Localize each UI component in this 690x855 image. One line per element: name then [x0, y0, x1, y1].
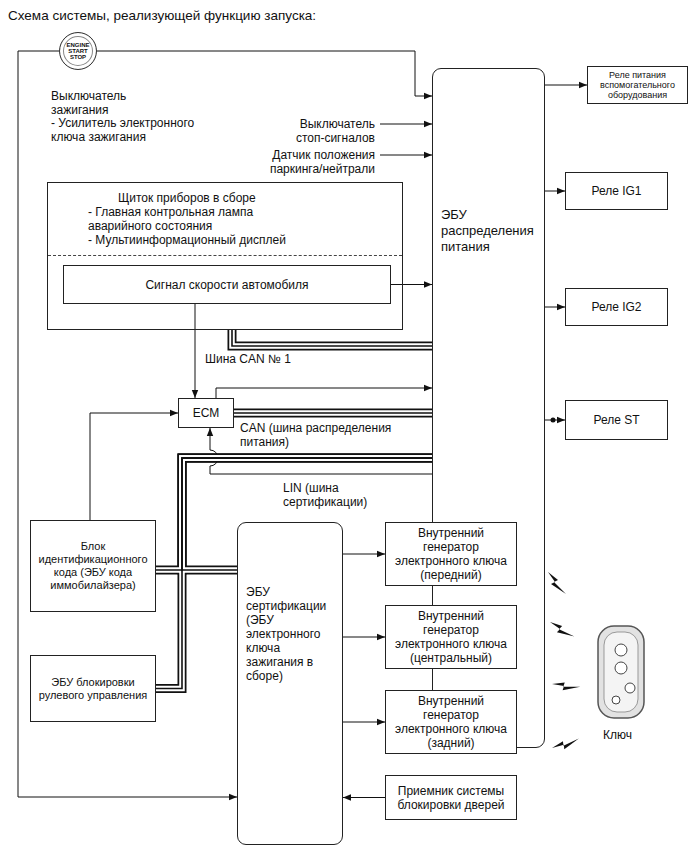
node-text: Реле IG1: [591, 184, 641, 198]
relay-box: Реле IG2: [565, 288, 668, 326]
connector: [391, 284, 432, 285]
node-text: ЭБУ сертификации (ЭБУ электронного ключа…: [246, 585, 334, 683]
speed-signal-box: Сигнал скорости автомобиля: [63, 265, 391, 304]
node-text: Реле питания вспомогательного оборудован…: [592, 70, 683, 100]
bus-line: [232, 330, 432, 346]
key-oscillator: Внутренний генератор электронного ключа …: [385, 690, 517, 754]
connector: [343, 797, 385, 798]
node-text: - Мультиинформационный дисплей: [88, 233, 288, 247]
relay-box: Реле питания вспомогательного оборудован…: [587, 66, 688, 104]
radio-bolt: [552, 671, 580, 699]
steering-lock-ecu: ЭБУ блокировки рулевого управления: [30, 655, 156, 722]
node-text: ЭБУ блокировки рулевого управления: [35, 676, 151, 702]
bus-line: [234, 409, 432, 418]
radio-bolts: [548, 572, 580, 756]
node-text: - Главная контрольная лампа аварийного с…: [88, 205, 288, 233]
dashed-divider: [48, 255, 402, 256]
connector: [195, 304, 196, 398]
text-label: Выключатель стоп-сигналов: [280, 117, 375, 145]
bus-stripe: [234, 412, 432, 414]
door-lock-receiver: Приемник системы блокировки дверей: [385, 775, 517, 820]
node-text: ECM: [193, 406, 220, 420]
key-oscillator: Внутренний генератор электронного ключа …: [385, 522, 517, 586]
certification-ecu: ЭБУ сертификации (ЭБУ электронного ключа…: [237, 522, 343, 845]
key-button: [612, 696, 620, 704]
connector: [343, 637, 385, 638]
connector: [545, 191, 565, 192]
connector: [545, 85, 587, 86]
ecm-box: ECM: [178, 398, 234, 428]
node-text: Внутренний генератор электронного ключа …: [390, 694, 512, 750]
node-text: Щиток приборов в сборе: [118, 191, 402, 205]
text-label: Датчик положения паркинга/нейтрали: [258, 148, 375, 176]
input-arrows: [380, 124, 432, 155]
text-label: LIN (шина сертификации): [283, 481, 378, 509]
connector: [343, 722, 385, 723]
bus-stripe: [232, 330, 432, 346]
node-text: Выключатель зажигания: [51, 89, 146, 117]
node-text: Реле ST: [593, 413, 639, 427]
bus-stripe: [234, 410, 432, 416]
text-label: Шина CAN № 1: [205, 352, 291, 366]
signal-arrow: [380, 155, 432, 156]
node-text: Внутренний генератор электронного ключа …: [390, 609, 512, 665]
connector: [545, 420, 565, 421]
text-label: Ключ: [603, 728, 632, 742]
key-fob: [598, 626, 644, 718]
text-label: CAN (шина распределения питания): [240, 421, 415, 449]
connector: [97, 51, 432, 96]
node-text: ENGINE START STOP: [65, 42, 91, 60]
relay-box: Реле IG1: [565, 172, 668, 210]
connector: [545, 307, 565, 308]
node-text: Реле IG2: [591, 300, 641, 314]
key-button: [625, 683, 635, 693]
key-body: [598, 626, 644, 718]
key-oscillator: Внутренний генератор электронного ключа …: [385, 605, 517, 669]
node-text: - Усилитель электронного ключа зажигания: [51, 116, 226, 144]
instrument-cluster: Щиток приборов в сборе- Главная контроль…: [47, 182, 403, 330]
key-face: [604, 632, 638, 712]
radio-bolt: [552, 731, 579, 755]
radio-bolt: [550, 616, 574, 643]
connector: [216, 388, 432, 398]
diagram-title: Схема системы, реализующей функцию запус…: [8, 8, 316, 24]
node-text: ЭБУ распределения питания: [441, 207, 536, 255]
bus-stripe: [232, 330, 432, 346]
node-text: Приемник системы блокировки дверей: [390, 784, 512, 812]
start-button: ENGINE START STOPВыключатель зажигания- …: [59, 32, 97, 70]
signal-arrow: [380, 124, 432, 125]
radio-bolt: [548, 572, 566, 594]
node-text: Блок идентификационного кода (ЭБУ кода и…: [35, 540, 151, 592]
node-text: Сигнал скорости автомобиля: [145, 278, 308, 292]
connector: [90, 413, 178, 520]
key-button: [615, 662, 627, 674]
connector: [18, 51, 237, 797]
node-text: Внутренний генератор электронного ключа …: [390, 526, 512, 582]
connector: [343, 554, 385, 555]
key-button: [615, 644, 627, 656]
immobiliser-ecu: Блок идентификационного кода (ЭБУ кода и…: [30, 520, 156, 612]
relay-box: Реле ST: [565, 400, 668, 440]
